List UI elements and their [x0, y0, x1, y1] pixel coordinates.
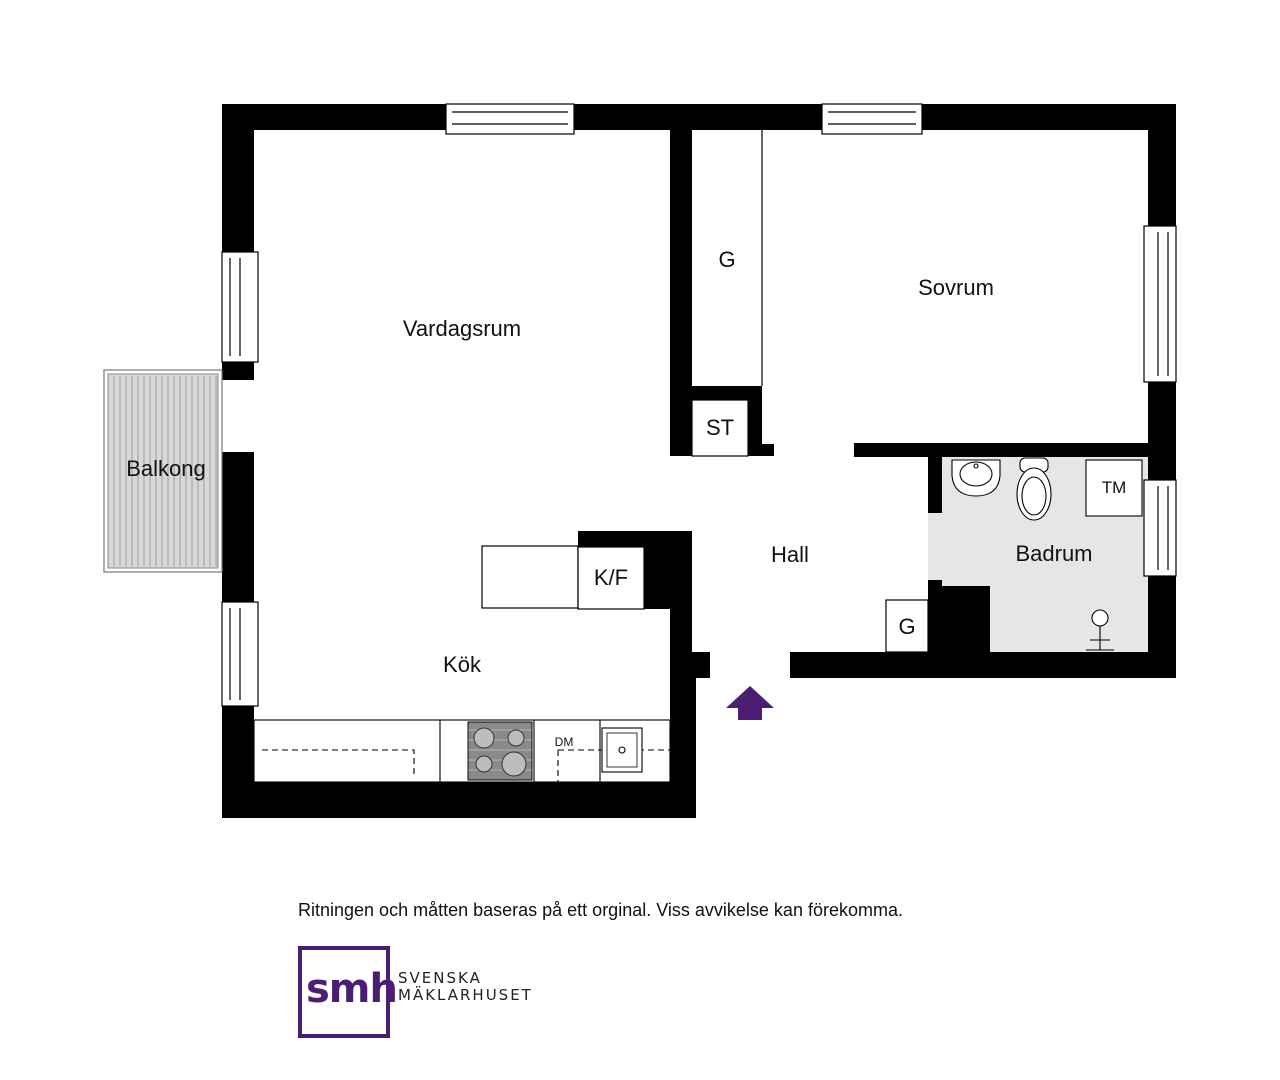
brand-line-2: MÄKLARHUSET: [398, 986, 533, 1004]
entrance-arrow-icon: [726, 686, 774, 720]
kitchen-island: [481, 545, 645, 610]
balcony-deck: [103, 369, 223, 573]
label-balkong: Balkong: [126, 456, 206, 481]
windows: [221, 103, 1177, 707]
logo-mark: smh: [306, 966, 398, 1012]
label-vardagsrum: Vardagsrum: [403, 316, 521, 341]
label-dishwasher: DM: [555, 735, 574, 749]
label-storage: ST: [706, 415, 734, 440]
label-badrum: Badrum: [1015, 541, 1092, 566]
logo-frame: [298, 946, 390, 1038]
walls: [222, 104, 1176, 818]
label-washer: TM: [1102, 478, 1127, 497]
brand-logo: smh: [298, 946, 398, 1038]
label-sovrum: Sovrum: [918, 275, 994, 300]
disclaimer-text: Ritningen och måtten baseras på ett orgi…: [298, 900, 903, 920]
label-garderob-hall: G: [898, 614, 915, 639]
label-kok: Kök: [443, 652, 482, 677]
brand-line-1: SVENSKA: [398, 969, 482, 987]
label-hall: Hall: [771, 542, 809, 567]
brand-name: SVENSKA MÄKLARHUSET: [398, 970, 533, 1004]
closet-outline: [691, 130, 929, 653]
label-fridge: K/F: [594, 565, 628, 590]
stove: [467, 721, 533, 781]
kitchen-counter: [253, 719, 671, 783]
kitchen-sink: [601, 727, 643, 773]
label-garderob-top: G: [718, 247, 735, 272]
bathroom-fixtures: [951, 457, 1143, 651]
